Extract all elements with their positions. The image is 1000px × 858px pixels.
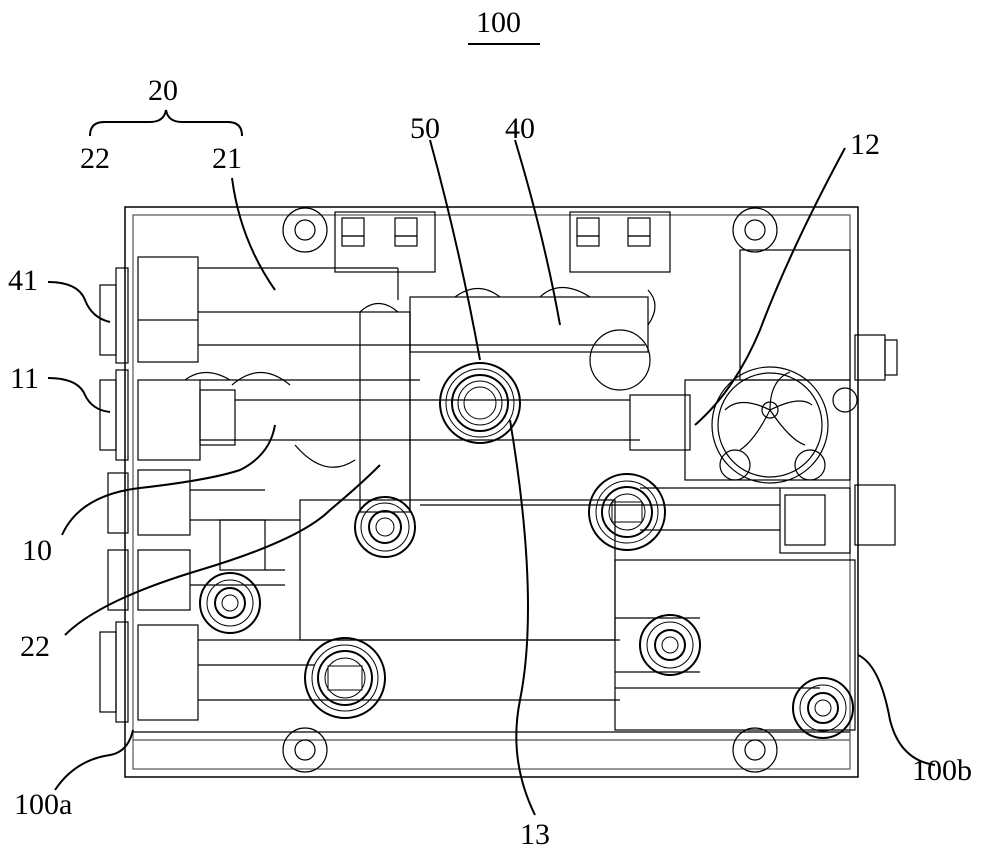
label-100b: 100b (912, 756, 972, 786)
label-22-top: 22 (80, 144, 110, 174)
label-21: 21 (212, 144, 242, 174)
block-12 (630, 395, 690, 450)
lower-right-plate (615, 560, 855, 730)
leader-100a (55, 730, 133, 790)
fitting-plate22 (355, 497, 415, 557)
label-50: 50 (410, 114, 440, 144)
boss-bottom-right (733, 728, 777, 772)
leader-13 (510, 420, 535, 815)
right-port-mid (855, 485, 895, 545)
fitting-lower-right (640, 615, 700, 675)
bracket-right (570, 212, 670, 272)
label-11: 11 (10, 364, 39, 394)
pipe-40 (410, 297, 648, 352)
leader-11 (48, 378, 110, 412)
label-12: 12 (850, 130, 880, 160)
fitting-left-low (200, 573, 260, 633)
label-10: 10 (22, 536, 52, 566)
leader-100b (858, 655, 935, 765)
leader-41 (48, 282, 110, 322)
port-11 (100, 380, 116, 450)
label-20: 20 (148, 76, 178, 106)
upper-right-box (740, 250, 850, 380)
bracket-left (335, 212, 435, 272)
fan (712, 367, 828, 483)
fitting-corner (793, 678, 853, 738)
fitting-mid-right (589, 474, 665, 550)
elbow-40 (590, 330, 650, 390)
label-13: 13 (520, 820, 550, 850)
label-100a: 100a (14, 790, 72, 820)
plate-22 (360, 312, 410, 512)
leader-12 (695, 148, 845, 425)
port-5 (100, 632, 116, 712)
right-block (780, 488, 850, 553)
central-plate (300, 500, 615, 640)
leader-50 (430, 140, 480, 360)
brace-20 (90, 110, 242, 136)
housing-inner (133, 215, 850, 769)
housing-outline (125, 207, 858, 777)
fitting-13 (440, 363, 520, 443)
boss-bottom-left (283, 728, 327, 772)
block-21 (138, 257, 198, 362)
right-port-top (855, 335, 885, 380)
block-11 (138, 380, 200, 460)
figure-title: 100 (476, 8, 521, 38)
label-40: 40 (505, 114, 535, 144)
label-22-bottom: 22 (20, 632, 50, 662)
leader-10 (62, 425, 275, 535)
fitting-bottom-center (305, 638, 385, 718)
leader-21 (232, 178, 275, 290)
label-41: 41 (8, 266, 38, 296)
